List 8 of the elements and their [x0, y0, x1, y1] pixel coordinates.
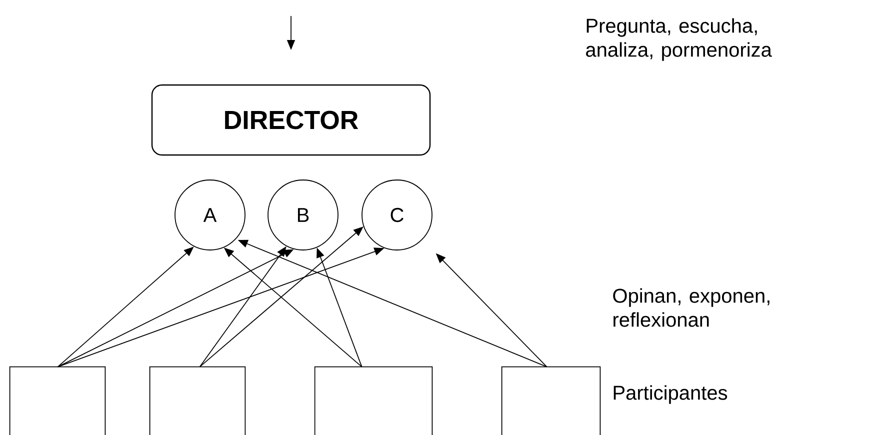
participant-box [314, 366, 433, 435]
arrow [199, 226, 364, 368]
note-text: Pregunta, escucha, analiza, pormenoriza [586, 18, 772, 61]
participant-box [501, 366, 601, 435]
note-text: Opinan, exponen, reflexionan [613, 288, 770, 327]
participant-box [9, 366, 106, 435]
director-box: DIRECTOR [151, 84, 431, 156]
participant-box [149, 366, 246, 435]
